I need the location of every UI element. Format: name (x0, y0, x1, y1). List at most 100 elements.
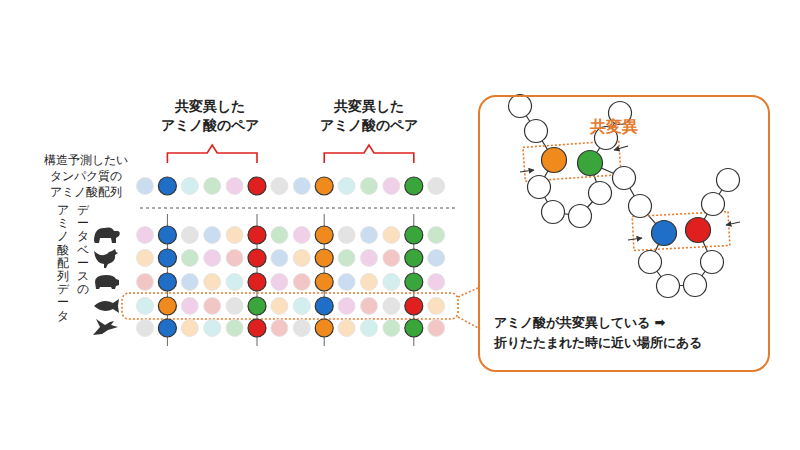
callout-text: アミノ酸が共変異している ➡折りたたまれた時に近い場所にある (494, 313, 758, 352)
amino-acid (248, 249, 266, 267)
amino-acid-faded (338, 274, 355, 291)
amino-acid-faded (271, 250, 288, 267)
amino-acid-faded (271, 178, 288, 195)
residue (542, 201, 565, 224)
amino-acid-faded (137, 274, 154, 291)
amino-acid-faded (271, 274, 288, 291)
sequence-grid (122, 177, 458, 346)
pointer-arrow (726, 222, 740, 225)
residue (629, 195, 652, 218)
callout-title: 共変異 (590, 115, 638, 139)
amino-acid-faded (204, 298, 221, 315)
amino-acid (315, 226, 333, 244)
amino-acid-faded (181, 227, 198, 244)
callout-box: 共変異アミノ酸が共変異している ➡折りたたまれた時に近い場所にある (478, 95, 770, 372)
amino-acid-faded (204, 227, 221, 244)
amino-acid-faded (137, 178, 154, 195)
residue (701, 251, 724, 274)
amino-acid-faded (293, 320, 310, 337)
amino-acid (158, 319, 176, 337)
amino-acid (405, 249, 423, 267)
database-label: アミノ酸配列データ (57, 204, 69, 323)
amino-acid-faded (226, 178, 243, 195)
amino-acid-faded (271, 227, 288, 244)
amino-acid-faded (428, 320, 445, 337)
paired-residue (652, 221, 677, 246)
amino-acid (248, 177, 266, 195)
bear-icon (94, 227, 120, 243)
amino-acid (158, 273, 176, 291)
amino-acid-faded (428, 274, 445, 291)
amino-acid-faded (428, 298, 445, 315)
amino-acid-faded (383, 227, 400, 244)
callout-leader (458, 287, 480, 329)
paired-residue (578, 151, 603, 176)
amino-acid-faded (361, 227, 378, 244)
fold-illustration (509, 95, 741, 298)
amino-acid-faded (428, 227, 445, 244)
pig-icon (95, 275, 119, 289)
amino-acid-faded (181, 320, 198, 337)
animal-icons (93, 227, 120, 335)
bird-icon (93, 319, 118, 335)
amino-acid-faded (338, 320, 355, 337)
amino-acid-faded (226, 250, 243, 267)
amino-acid (158, 249, 176, 267)
amino-acid (315, 273, 333, 291)
amino-acid (405, 319, 423, 337)
pair-bracket (167, 145, 257, 163)
amino-acid-faded (383, 250, 400, 267)
pointer-arrow (628, 238, 642, 240)
residue (639, 251, 662, 274)
amino-acid-faded (226, 320, 243, 337)
amino-acid-faded (383, 178, 400, 195)
amino-acid (405, 226, 423, 244)
amino-acid-faded (361, 250, 378, 267)
amino-acid-faded (181, 274, 198, 291)
amino-acid-faded (361, 320, 378, 337)
pointer-arrow (520, 170, 534, 172)
amino-acid-faded (181, 298, 198, 315)
amino-acid (248, 273, 266, 291)
amino-acid (248, 297, 266, 315)
amino-acid (248, 226, 266, 244)
amino-acid (315, 249, 333, 267)
amino-acid (248, 319, 266, 337)
fish-icon (94, 299, 119, 313)
residue (525, 120, 548, 143)
residue (528, 176, 551, 199)
amino-acid-faded (137, 250, 154, 267)
amino-acid-faded (271, 298, 288, 315)
amino-acid (315, 177, 333, 195)
amino-acid-faded (204, 320, 221, 337)
database-label: データベースの (77, 204, 89, 296)
amino-acid-faded (383, 298, 400, 315)
amino-acid-faded (137, 320, 154, 337)
amino-acid (158, 297, 176, 315)
amino-acid-faded (338, 227, 355, 244)
pair-label: 共変異した アミノ酸のペア (317, 97, 421, 135)
amino-acid-faded (226, 298, 243, 315)
amino-acid-faded (226, 227, 243, 244)
amino-acid-faded (383, 274, 400, 291)
row-highlight (122, 293, 458, 319)
pair-label: 共変異した アミノ酸のペア (158, 97, 262, 135)
amino-acid-faded (361, 298, 378, 315)
amino-acid-faded (383, 320, 400, 337)
amino-acid (405, 297, 423, 315)
amino-acid-faded (137, 227, 154, 244)
pointer-arrow (614, 146, 628, 150)
sequence-label: 構造予測したい タンパク質の アミノ酸配列 (38, 152, 134, 201)
residue (613, 167, 636, 190)
amino-acid-faded (204, 178, 221, 195)
pair-bracket (324, 145, 414, 163)
amino-acid-faded (361, 178, 378, 195)
pair-bracket (167, 145, 413, 163)
amino-acid-faded (204, 274, 221, 291)
amino-acid-faded (338, 250, 355, 267)
chicken-icon (94, 249, 118, 268)
amino-acid (405, 273, 423, 291)
residue (684, 274, 707, 297)
amino-acid (158, 177, 176, 195)
